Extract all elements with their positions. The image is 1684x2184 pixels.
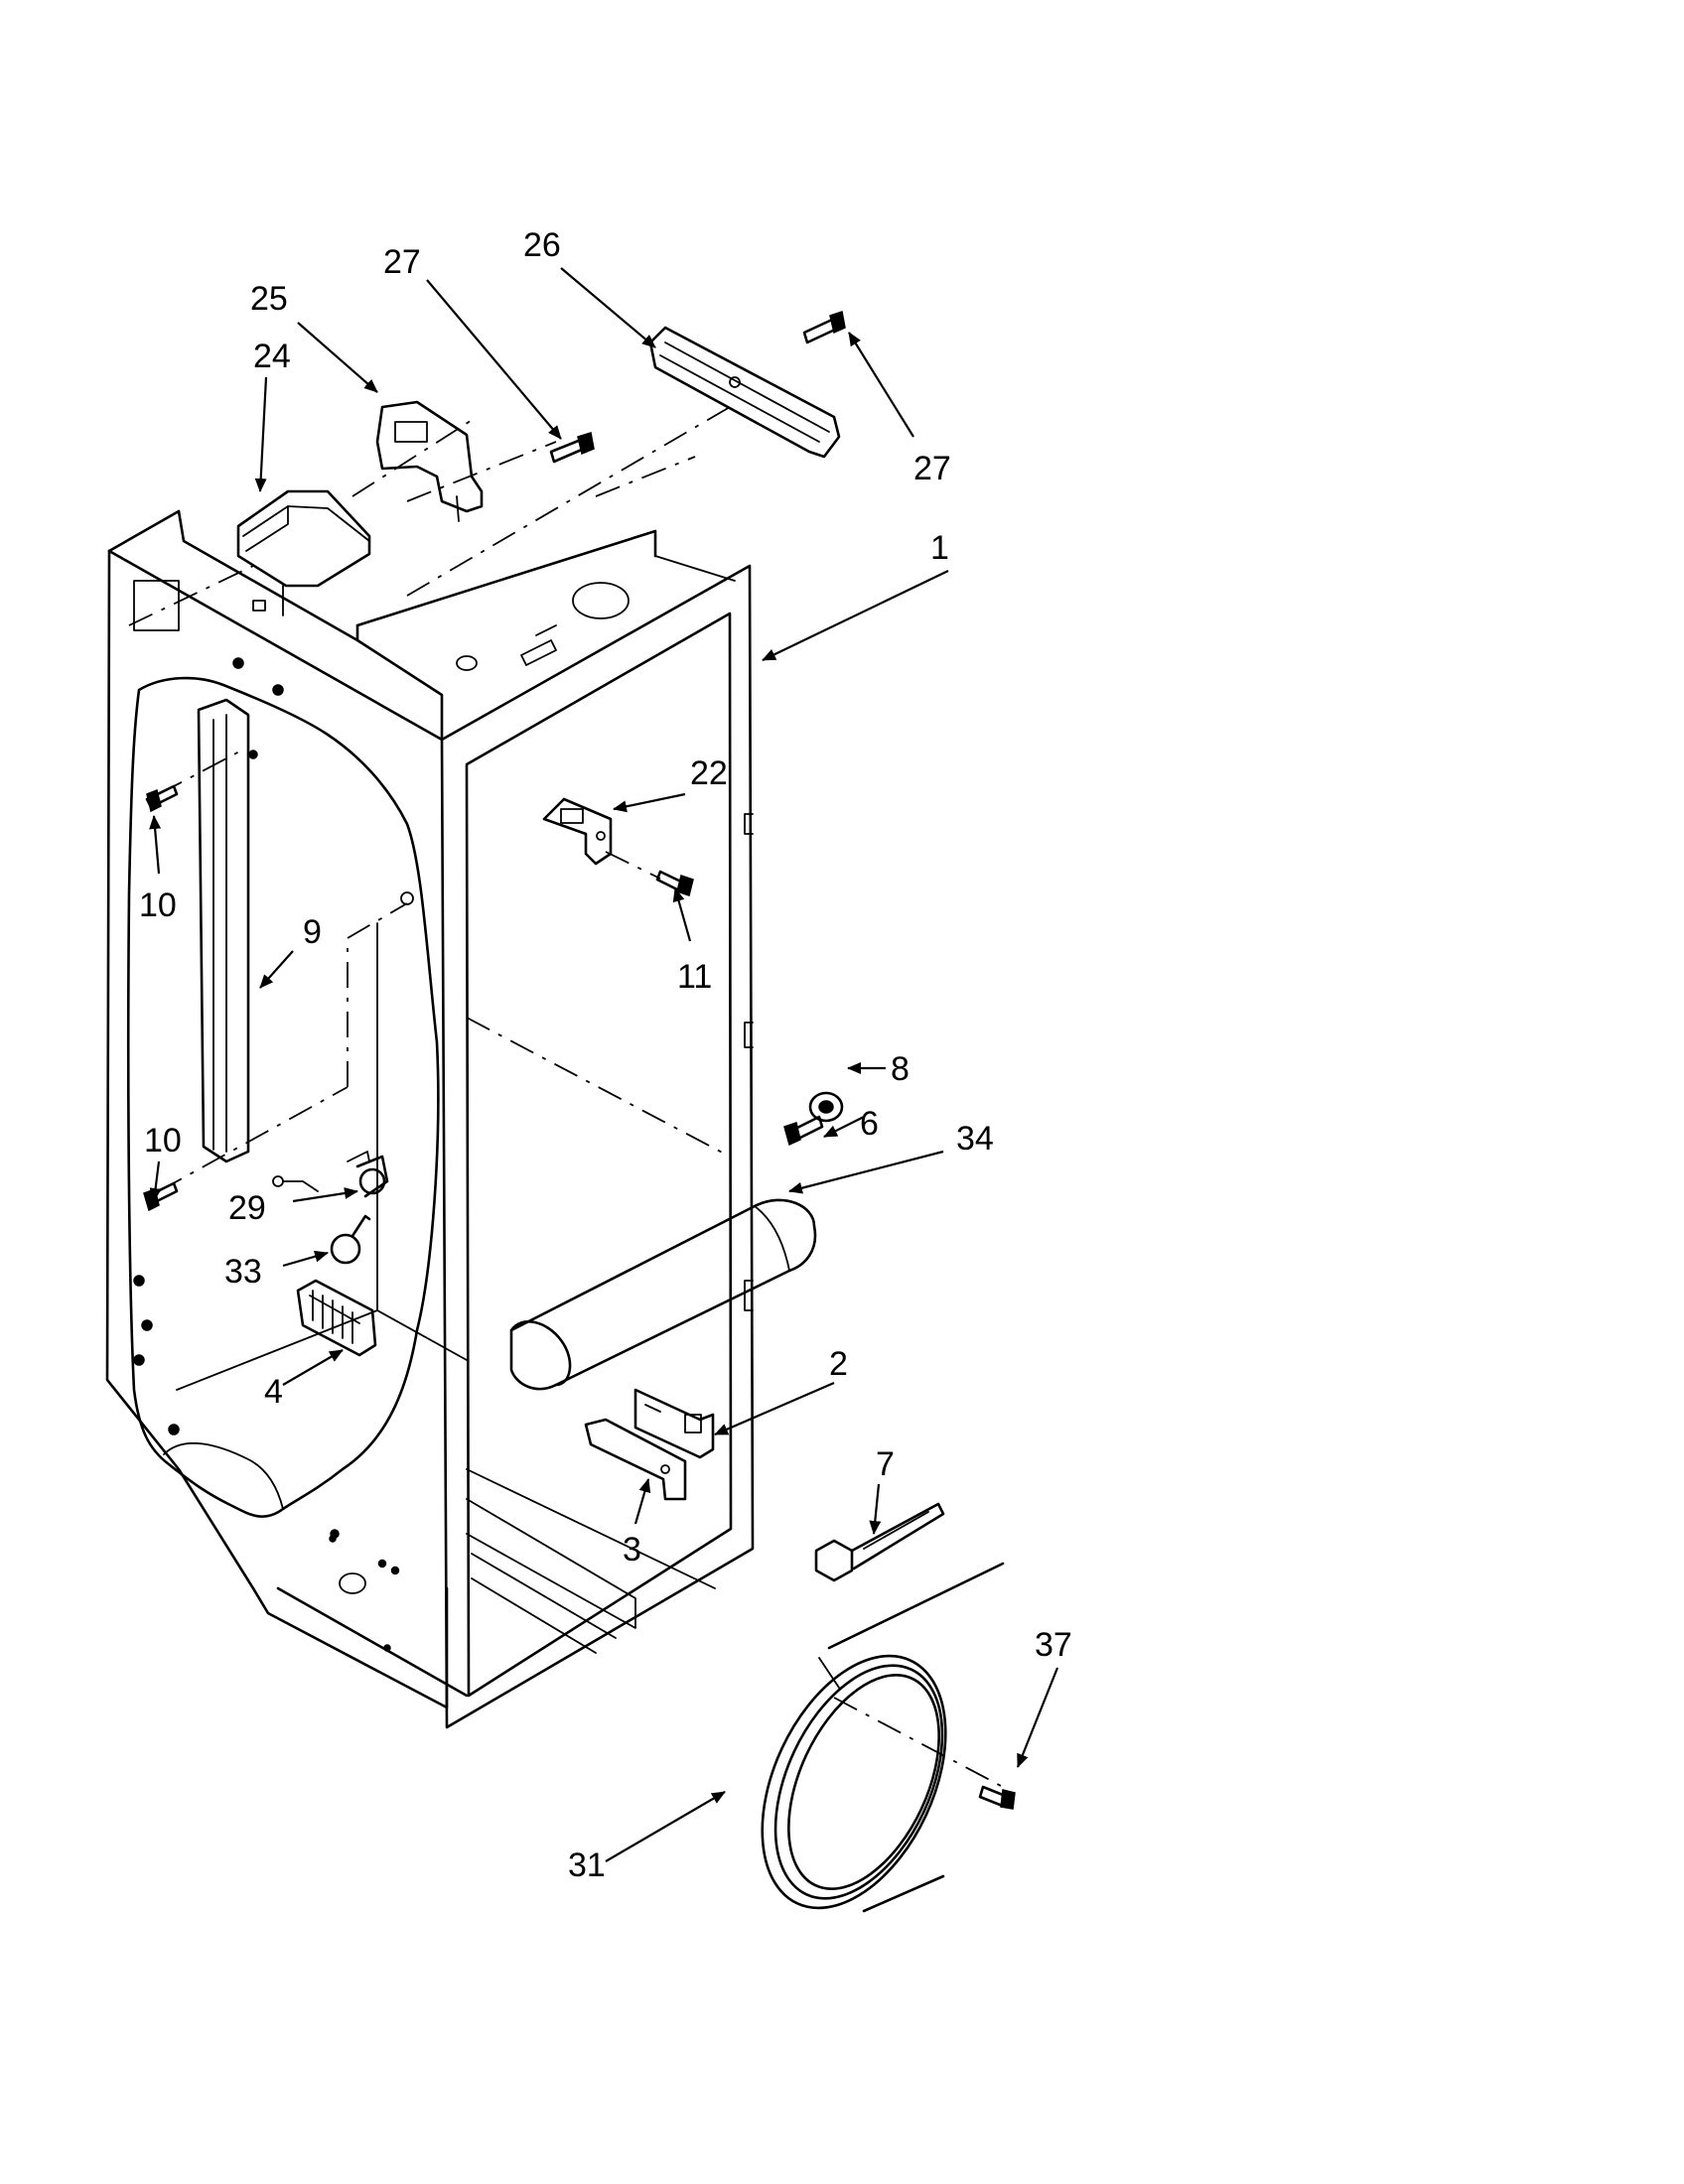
callout-34: 34 [956,1120,994,1158]
light-shield-34 [509,1198,817,1391]
callout-2: 2 [829,1345,848,1383]
screw-27-left [549,432,595,464]
bracket-22 [542,797,613,866]
callout-22: 22 [690,754,728,792]
cabinet-liner [105,509,755,1729]
leader-lines [149,267,1059,1862]
screw-37 [978,1785,1016,1810]
callout-4: 4 [264,1373,283,1411]
callout-27-left: 27 [383,243,421,281]
screw-10-upper [145,784,179,813]
light-bulb-33 [330,1214,371,1265]
callout-11: 11 [677,958,712,996]
screw-6 [783,1115,824,1147]
callout-10-upper: 10 [139,887,177,924]
top-trim-strip [648,326,841,459]
callout-7: 7 [876,1445,895,1483]
callout-25: 25 [250,280,288,318]
callout-26: 26 [523,226,561,264]
callout-8: 8 [891,1050,910,1088]
bracket-3 [584,1418,687,1501]
callout-10-lower: 10 [144,1122,182,1160]
callout-33: 33 [224,1253,262,1291]
bracket-2 [633,1388,715,1459]
callout-1: 1 [930,529,949,567]
callout-27-right: 27 [913,450,951,487]
callout-labels: 1 2 3 4 6 7 8 9 10 10 11 22 24 25 26 27 … [139,226,1072,1884]
air-grille [296,1279,377,1357]
callout-29: 29 [228,1189,266,1227]
callout-31: 31 [568,1846,606,1884]
callout-37: 37 [1035,1626,1072,1664]
water-tube-coil-31 [761,1562,1005,1913]
callout-6: 6 [860,1105,879,1143]
shelf-support-rail [197,698,250,1163]
callout-24: 24 [253,338,291,375]
cable-tie-7 [814,1502,945,1582]
callout-9: 9 [303,913,322,951]
control-bracket [375,400,484,522]
light-socket-29 [272,1151,389,1198]
screw-10-lower [143,1181,179,1212]
callout-3: 3 [623,1531,641,1569]
screw-27-right [802,311,846,344]
cap-8 [808,1091,844,1123]
control-housing [236,489,371,616]
